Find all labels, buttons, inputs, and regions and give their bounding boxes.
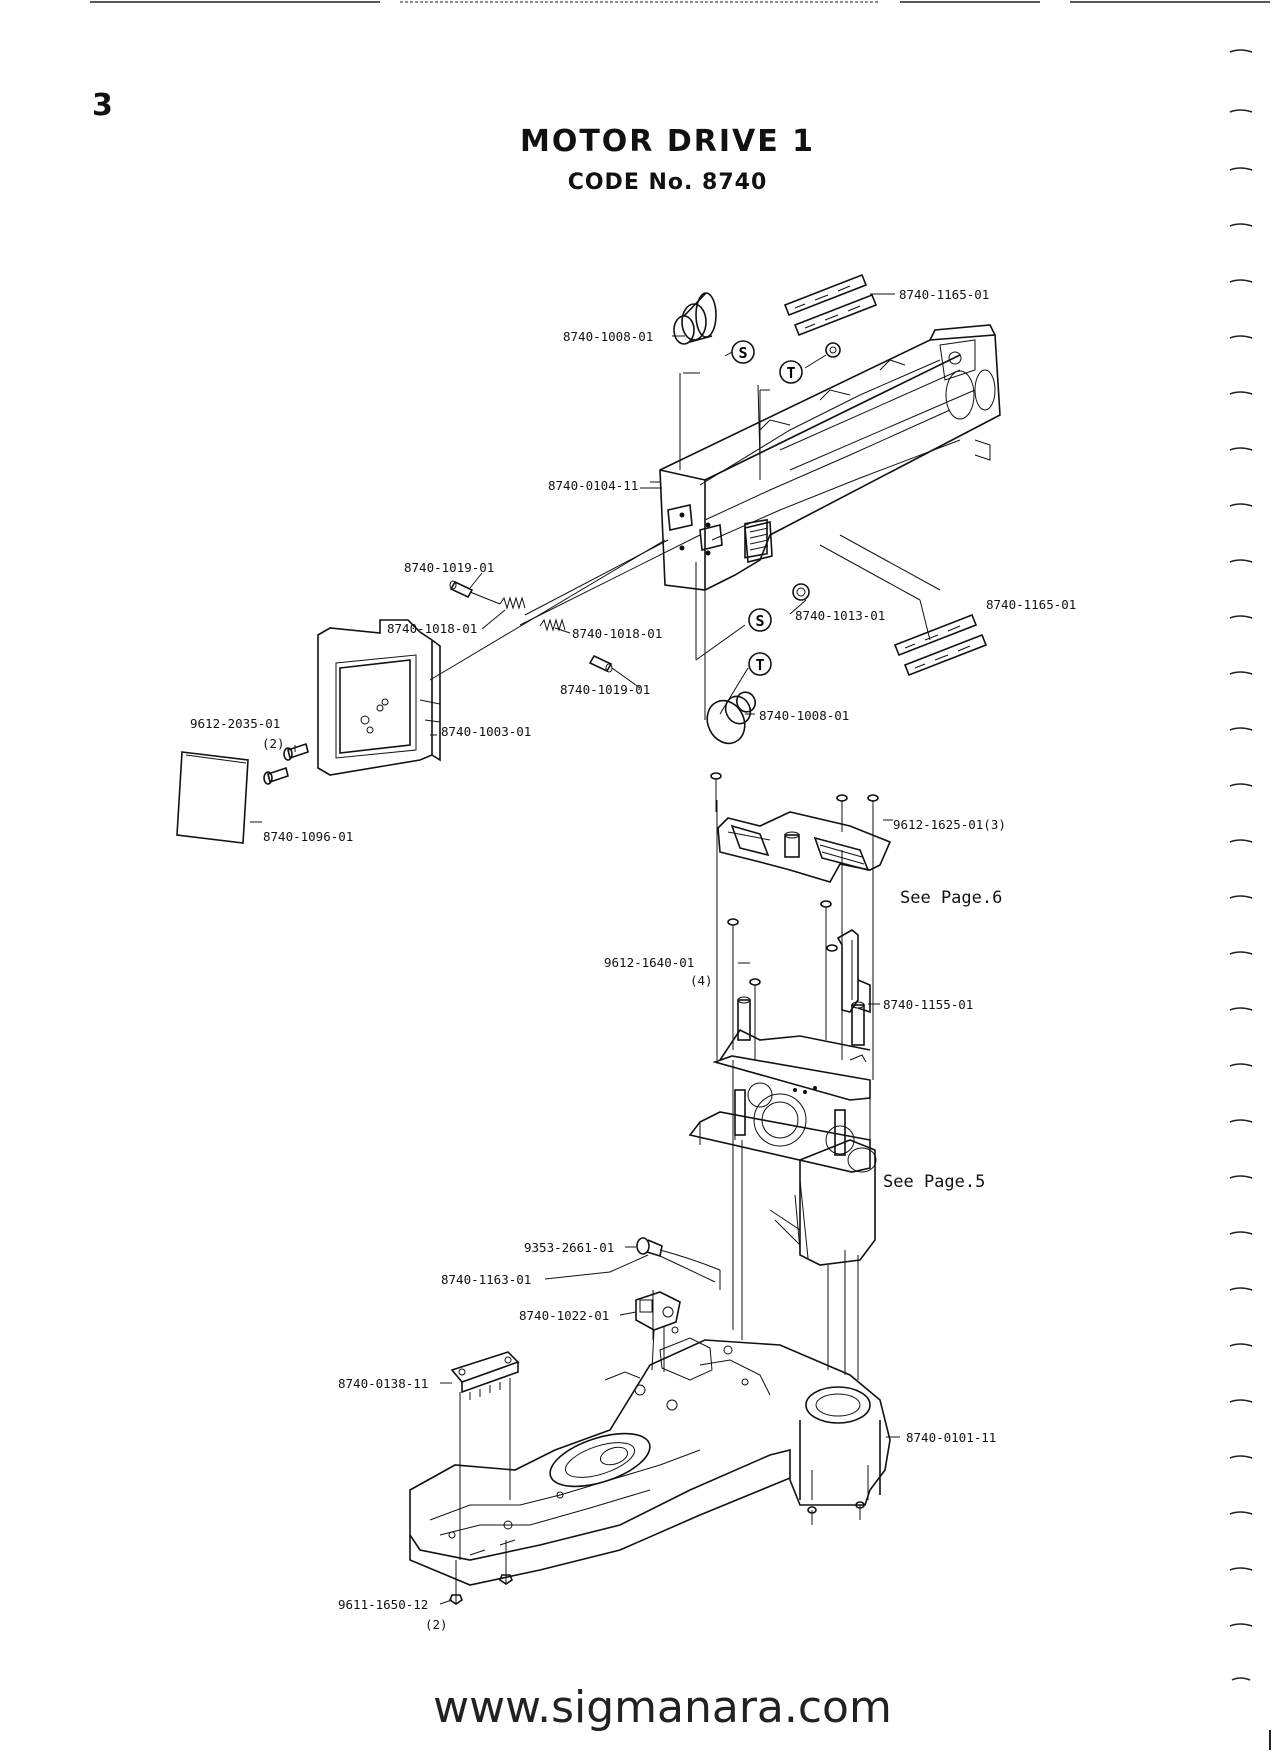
knob-1013 (792, 583, 810, 601)
svg-text:T: T (786, 364, 795, 382)
label-8740-1013-01: 8740-1013-01 (795, 608, 885, 623)
website-watermark: www.sigmanara.com (433, 1682, 892, 1733)
marker-t-top: T (779, 360, 803, 384)
cover-screws (263, 742, 309, 785)
label-9612-1625-01: 9612-1625-01(3) (893, 817, 1006, 832)
label-9612-2035-01: 9612-2035-01 (190, 716, 280, 731)
label-see-page-6: See Page.6 (900, 888, 1002, 908)
eyecup-top (673, 292, 717, 345)
page-title: MOTOR DRIVE 1 (519, 124, 816, 159)
label-9611-1650-12-qty: (2) (425, 1617, 448, 1632)
label-8740-1003-01: 8740-1003-01 (441, 724, 531, 739)
vertical-assembly-lines (652, 800, 874, 1380)
label-8740-1163-01: 8740-1163-01 (441, 1272, 531, 1287)
part-labels: 8740-1165-01 8740-1008-01 8740-0104-11 8… (190, 287, 1076, 1632)
label-8740-1019-01-a: 8740-1019-01 (404, 560, 494, 575)
eyecup-bottom (706, 691, 756, 745)
label-9612-1640-01: 9612-1640-01 (604, 955, 694, 970)
pin-1019-bottom (588, 654, 613, 673)
label-8740-1155-01: 8740-1155-01 (883, 997, 973, 1012)
base-housing (409, 1326, 891, 1586)
label-8740-1008-01-a: 8740-1008-01 (563, 329, 653, 344)
label-8740-1165-01-b: 8740-1165-01 (986, 597, 1076, 612)
switch-block-1022 (635, 1291, 681, 1372)
marker-s-bottom: S (748, 608, 772, 632)
svg-text:S: S (738, 344, 747, 362)
upper-circuit-board (717, 811, 892, 883)
label-9612-2035-01-qty: (2) (262, 736, 285, 751)
spring-1018-left (499, 596, 526, 610)
battery-holder-housing (659, 324, 1001, 591)
label-8740-1018-01-b: 8740-1018-01 (572, 626, 662, 641)
label-8740-0101-11: 8740-0101-11 (906, 1430, 996, 1445)
code-number: CODE No. 8740 (567, 170, 768, 195)
guide-rods (429, 534, 701, 681)
knob-top (825, 342, 841, 358)
label-see-page-5: See Page.5 (883, 1172, 985, 1192)
page-number: 3 (92, 88, 113, 123)
spring-1018-right (539, 618, 566, 632)
svg-text:T: T (755, 656, 764, 674)
screws-1625 (710, 772, 879, 835)
main-circuit-chassis (688, 996, 871, 1173)
label-8740-1022-01: 8740-1022-01 (519, 1308, 609, 1323)
label-8740-1096-01: 8740-1096-01 (263, 829, 353, 844)
bracket-1155 (836, 929, 871, 1014)
marker-s-top: S (731, 340, 755, 364)
label-8740-1018-01-a: 8740-1018-01 (387, 621, 477, 636)
svg-text:S: S (755, 612, 764, 630)
label-8740-0138-11: 8740-0138-11 (338, 1376, 428, 1391)
label-9612-1640-01-qty: (4) (690, 973, 713, 988)
marker-t-bottom: T (748, 652, 772, 676)
drive-motor (769, 1139, 877, 1266)
pin-1019-top (449, 580, 474, 599)
leader-lines-labels (250, 293, 900, 1605)
leader-lines-top (650, 351, 941, 720)
label-plate-top (783, 273, 878, 337)
screws-1640 (727, 900, 838, 1060)
label-8740-1019-01-b: 8740-1019-01 (560, 682, 650, 697)
window-plate (176, 751, 249, 844)
label-8740-1008-01-b: 8740-1008-01 (759, 708, 849, 723)
terminal-plate-0138 (450, 1351, 520, 1560)
front-cover (317, 619, 441, 776)
label-plate-right (893, 613, 988, 677)
connector-2661 (636, 1237, 721, 1290)
label-9353-2661-01: 9353-2661-01 (524, 1240, 614, 1255)
label-8740-1165-01-a: 8740-1165-01 (899, 287, 989, 302)
label-8740-0104-11: 8740-0104-11 (548, 478, 638, 493)
scan-edge-marks (90, 1, 1271, 1750)
base-screws-1650 (449, 1540, 513, 1605)
label-9611-1650-12: 9611-1650-12 (338, 1597, 428, 1612)
